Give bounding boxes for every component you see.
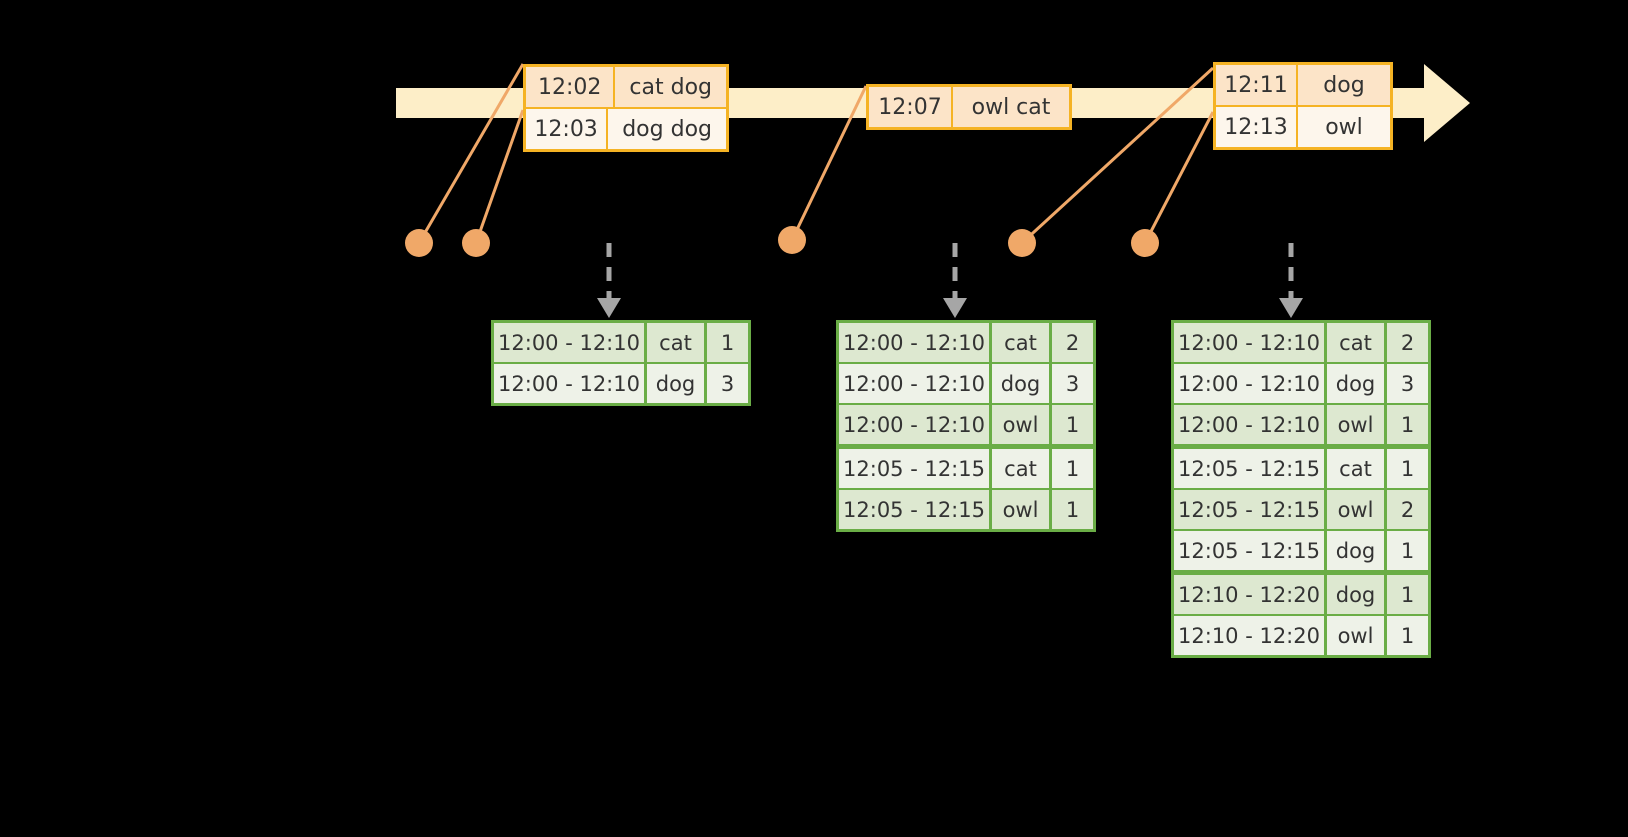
event-timestamp: 12:11 <box>1224 72 1288 98</box>
count-cell: 3 <box>704 364 748 403</box>
key-cell: dog <box>644 364 704 403</box>
key-cell: owl <box>989 490 1049 529</box>
count-cell: 1 <box>1384 405 1428 444</box>
down-arrow-icon <box>1279 243 1303 318</box>
timeline-event-row: 12:03 dog dog <box>526 107 726 149</box>
timeline-event-box: 12:02 cat dog 12:03 dog dog <box>523 64 729 152</box>
connector-line-2 <box>474 109 525 244</box>
window-cell: 12:00 - 12:10 <box>1178 412 1320 437</box>
event-marker-5 <box>1131 229 1159 257</box>
event-marker-2 <box>462 229 490 257</box>
emit-arrow-3 <box>1278 243 1304 318</box>
count-cell: 3 <box>1049 364 1093 403</box>
count-cell: 2 <box>1384 490 1428 529</box>
emit-arrow-2 <box>942 243 968 318</box>
key-cell: owl <box>1324 490 1384 529</box>
count-cell: 1 <box>1384 616 1428 655</box>
window-cell: 12:00 - 12:10 <box>498 330 640 355</box>
timeline-event-row: 12:11 dog <box>1216 65 1390 105</box>
window-cell: 12:05 - 12:15 <box>1178 456 1320 481</box>
key-cell: cat <box>1324 323 1384 362</box>
event-timestamp: 12:02 <box>538 74 602 100</box>
count-cell: 3 <box>1384 364 1428 403</box>
key-cell: cat <box>644 323 704 362</box>
timeline-event-row: 12:07 owl cat <box>869 87 1069 127</box>
window-cell: 12:05 - 12:15 <box>1178 497 1320 522</box>
key-cell: cat <box>1324 449 1384 488</box>
window-cell: 12:10 - 12:20 <box>1178 582 1320 607</box>
window-cell: 12:00 - 12:10 <box>843 412 985 437</box>
timeline-event-box: 12:11 dog 12:13 owl <box>1213 62 1393 150</box>
down-arrow-icon <box>943 243 967 318</box>
event-timestamp: 12:03 <box>534 116 598 142</box>
event-timestamp: 12:07 <box>878 94 942 120</box>
window-cell: 12:05 - 12:15 <box>843 456 985 481</box>
window-cell: 12:00 - 12:10 <box>1178 371 1320 396</box>
window-cell: 12:00 - 12:10 <box>843 330 985 355</box>
window-cell: 12:10 - 12:20 <box>1178 623 1320 648</box>
count-cell: 1 <box>1384 449 1428 488</box>
event-payload: dog dog <box>606 109 726 149</box>
event-marker-1 <box>405 229 433 257</box>
timeline-event-box: 12:07 owl cat <box>866 84 1072 130</box>
key-cell: owl <box>1324 405 1384 444</box>
right-arrow-icon <box>1424 64 1470 142</box>
window-cell: 12:05 - 12:15 <box>843 497 985 522</box>
timeline-event-row: 12:02 cat dog <box>526 67 726 107</box>
window-cell: 12:05 - 12:15 <box>1178 538 1320 563</box>
key-cell: cat <box>989 323 1049 362</box>
count-cell: 1 <box>704 323 748 362</box>
key-cell: owl <box>1324 616 1384 655</box>
event-marker-4 <box>1008 229 1036 257</box>
window-cell: 12:00 - 12:10 <box>1178 330 1320 355</box>
event-payload: owl cat <box>951 87 1069 127</box>
event-timestamp: 12:13 <box>1224 114 1288 140</box>
key-cell: cat <box>989 449 1049 488</box>
count-cell: 1 <box>1049 449 1093 488</box>
key-cell: dog <box>1324 575 1384 614</box>
connector-line-5 <box>1143 111 1215 244</box>
event-payload: owl <box>1296 107 1390 147</box>
key-cell: owl <box>989 405 1049 444</box>
window-cell: 12:00 - 12:10 <box>498 371 640 396</box>
count-cell: 2 <box>1049 323 1093 362</box>
count-cell: 1 <box>1049 490 1093 529</box>
event-marker-3 <box>778 226 806 254</box>
count-cell: 1 <box>1384 575 1428 614</box>
event-payload: dog <box>1296 65 1390 105</box>
count-cell: 1 <box>1049 405 1093 444</box>
count-cell: 1 <box>1384 531 1428 570</box>
key-cell: dog <box>989 364 1049 403</box>
emit-arrow-1 <box>596 243 622 318</box>
key-cell: dog <box>1324 364 1384 403</box>
key-cell: dog <box>1324 531 1384 570</box>
count-cell: 2 <box>1384 323 1428 362</box>
window-cell: 12:00 - 12:10 <box>843 371 985 396</box>
timeline-event-row: 12:13 owl <box>1216 105 1390 147</box>
event-payload: cat dog <box>613 67 726 107</box>
down-arrow-icon <box>597 243 621 318</box>
